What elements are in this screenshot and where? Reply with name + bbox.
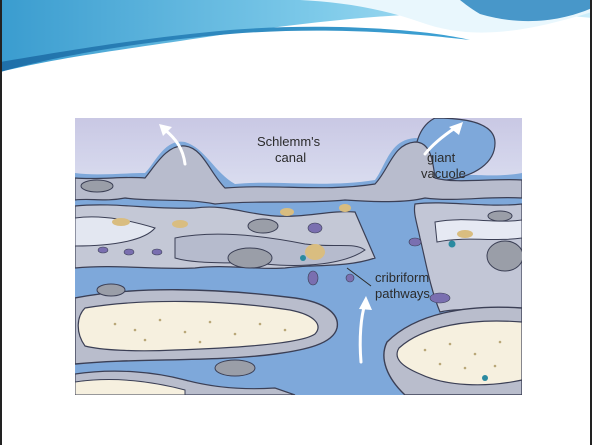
header-swoosh — [0, 0, 592, 72]
label-cribriform-1: cribriform — [375, 270, 429, 285]
label-giant-vacuole-2: vacuole — [421, 166, 466, 181]
label-schlemms-canal-1: Schlemm's — [257, 134, 321, 149]
label-giant-vacuole-1: giant — [427, 150, 456, 165]
label-schlemms-canal-2: canal — [275, 150, 306, 165]
tissue-strip-right — [435, 220, 522, 242]
label-cribriform-2: pathways — [375, 286, 430, 301]
trabecular-meshwork-diagram: Schlemm's canal giant vacuole cribriform… — [75, 118, 522, 395]
